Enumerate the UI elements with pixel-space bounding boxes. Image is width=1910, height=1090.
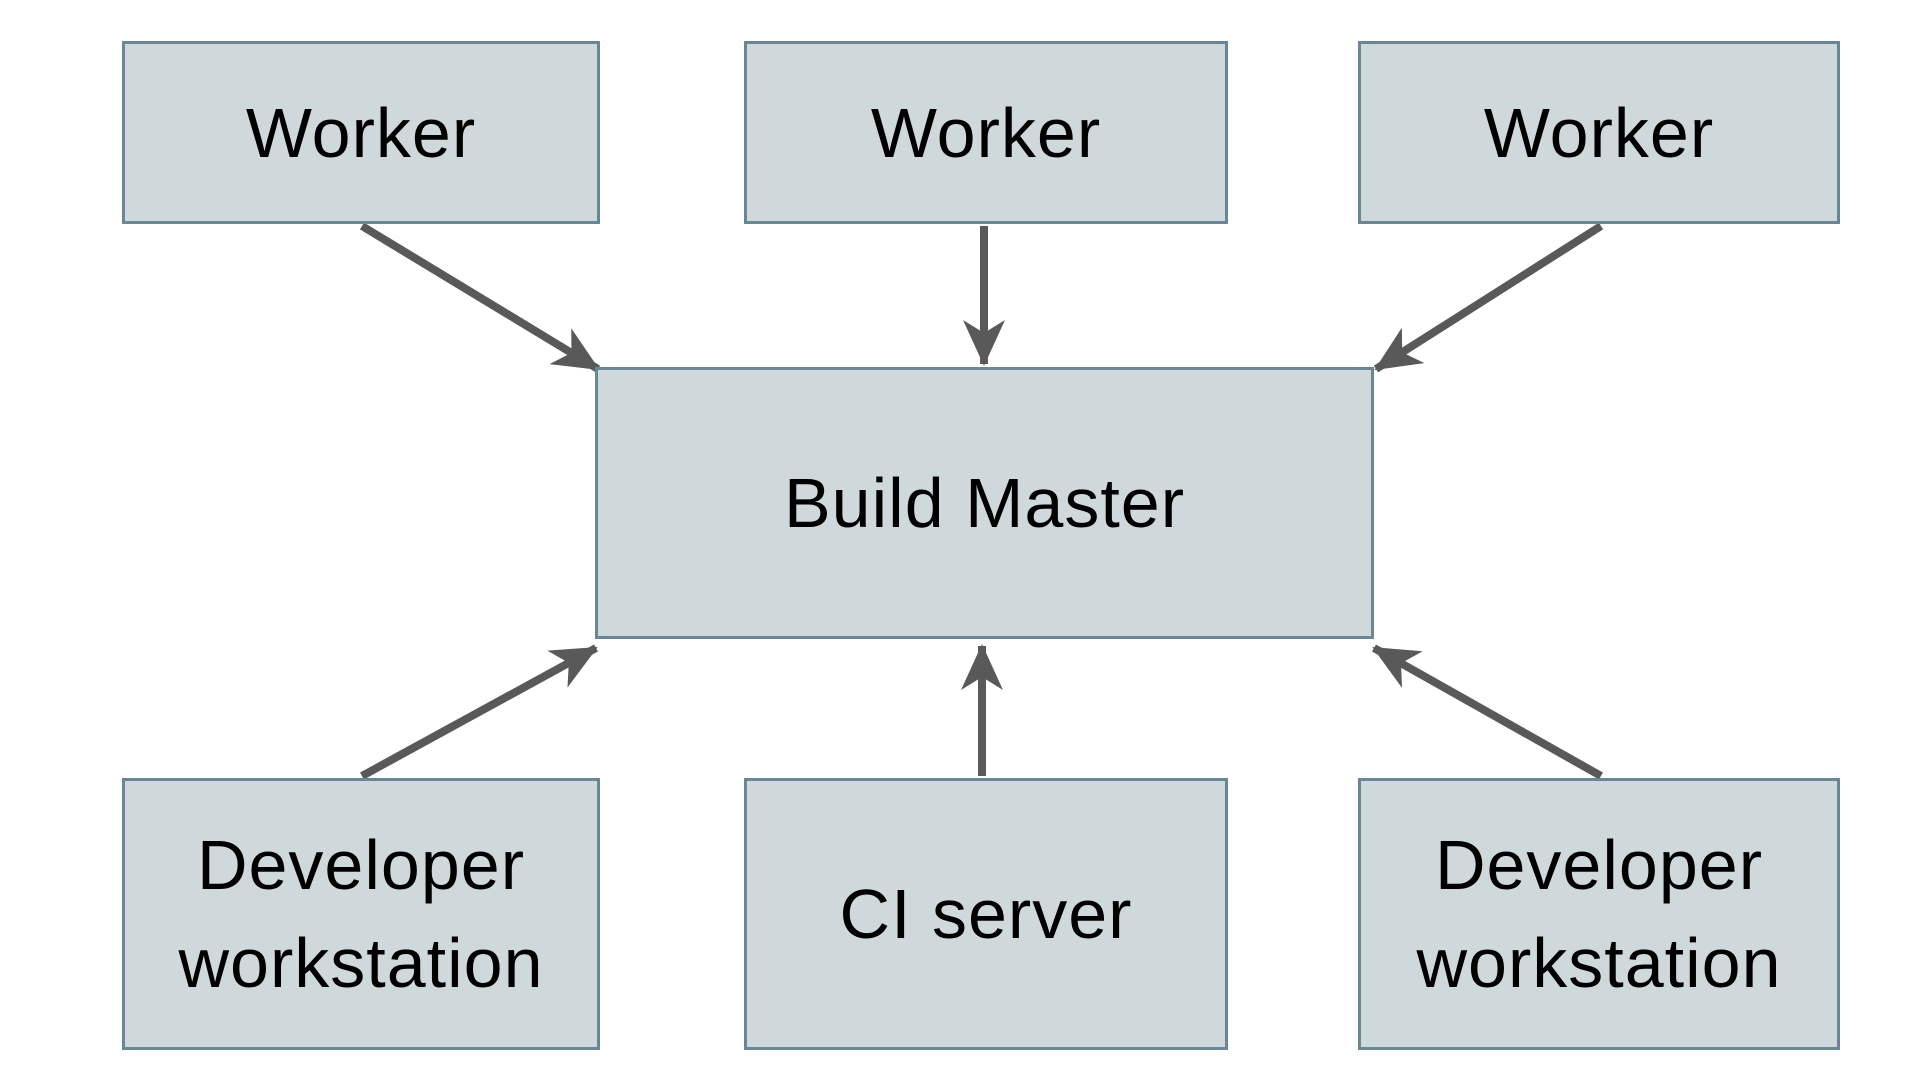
node-worker-1-label: Worker xyxy=(245,93,477,172)
arrow-worker3-to-buildmaster xyxy=(1373,222,1604,373)
node-ci-server: CI server xyxy=(744,778,1228,1050)
node-developer-workstation-right-label: Developer workstation xyxy=(1416,826,1782,1002)
arrow-devleft-to-buildmaster xyxy=(360,644,598,780)
node-ci-server-label: CI server xyxy=(839,875,1133,953)
node-developer-workstation-left-label: Developer workstation xyxy=(178,826,544,1002)
node-build-master-label: Build Master xyxy=(783,464,1186,542)
node-worker-3: Worker xyxy=(1358,41,1840,224)
node-worker-3-label: Worker xyxy=(1483,93,1715,172)
arrow-devright-to-buildmaster xyxy=(1372,644,1603,780)
node-developer-workstation-right: Developer workstation xyxy=(1358,778,1840,1050)
node-developer-workstation-left: Developer workstation xyxy=(122,778,600,1050)
node-build-master: Build Master xyxy=(595,367,1374,639)
node-worker-2-label: Worker xyxy=(870,93,1102,172)
arrow-worker1-to-buildmaster xyxy=(359,222,601,373)
node-worker-2: Worker xyxy=(744,41,1228,224)
node-worker-1: Worker xyxy=(122,41,600,224)
